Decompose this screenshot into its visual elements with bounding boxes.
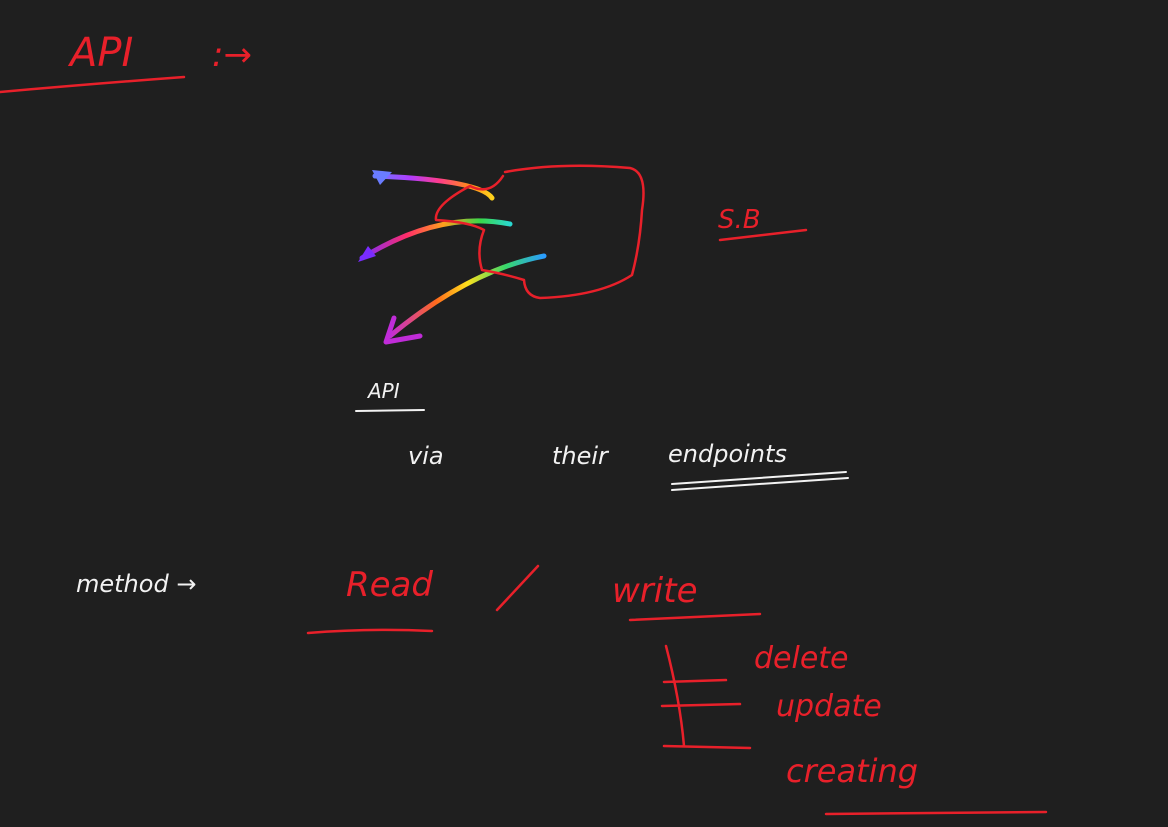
sb-label: S.B — [718, 205, 761, 235]
title-arrow: :→ — [212, 35, 252, 75]
creating-underline — [824, 810, 1048, 816]
write-underline — [628, 612, 762, 622]
server-outline — [434, 164, 645, 300]
arrow-bottom-head — [383, 315, 423, 345]
slash-mark — [495, 564, 540, 612]
read-underline — [306, 628, 434, 635]
op-update: update — [776, 689, 882, 724]
api-label: API — [366, 379, 400, 403]
sb-underline — [718, 228, 808, 242]
endpoints-text: endpoints — [668, 440, 787, 468]
title-api: API — [67, 30, 133, 76]
title-underline — [0, 75, 186, 94]
read-label: Read — [346, 565, 433, 605]
arrow-middle — [359, 218, 513, 261]
their-text: their — [552, 442, 610, 470]
op-creating: creating — [786, 752, 918, 790]
branch-lines — [660, 644, 752, 750]
arrow-middle-head — [358, 246, 376, 262]
arrow-top-head — [372, 170, 392, 185]
via-text: via — [408, 442, 444, 470]
arrow-bottom — [387, 253, 547, 339]
op-delete: delete — [754, 641, 849, 676]
endpoints-underline-2 — [671, 477, 849, 491]
write-label: write — [612, 571, 697, 611]
rainbow-arrows — [358, 170, 547, 345]
method-label: method → — [76, 570, 196, 598]
endpoints-underline-1 — [671, 471, 847, 485]
arrow-top — [372, 173, 495, 201]
api-underline — [355, 409, 425, 412]
